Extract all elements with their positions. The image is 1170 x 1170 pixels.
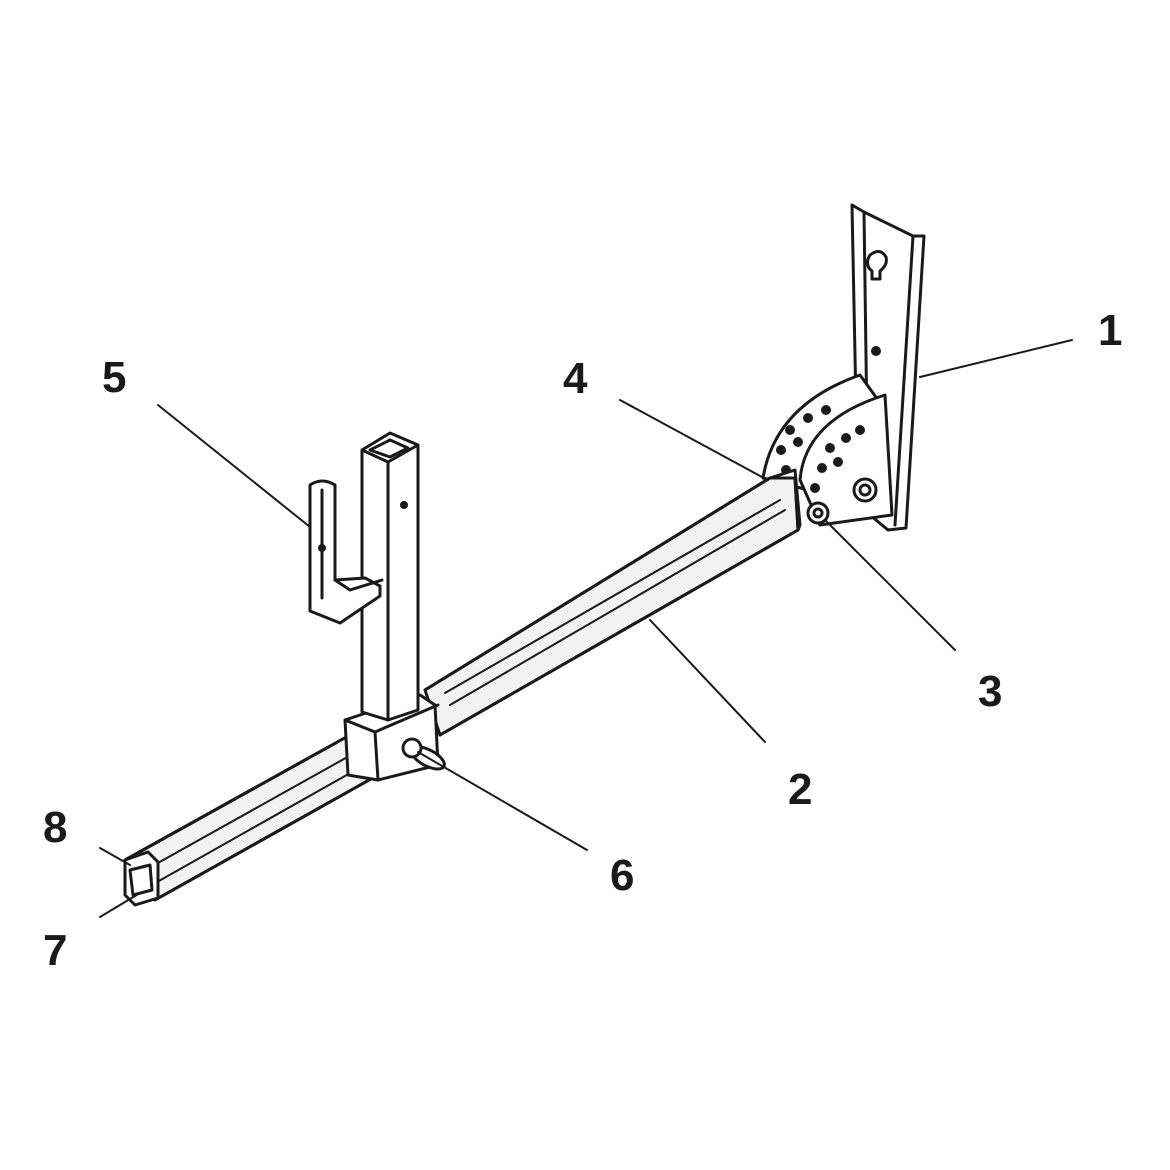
extension-tube <box>123 733 380 902</box>
callout-2: 2 <box>788 765 812 814</box>
callout-labels: 1 2 3 4 5 6 7 8 <box>43 306 1122 975</box>
callout-1: 1 <box>1098 306 1122 355</box>
vertical-post <box>360 431 420 722</box>
leader-lines <box>99 339 1073 918</box>
bolt <box>806 477 878 525</box>
callout-3: 3 <box>978 667 1002 716</box>
callout-7: 7 <box>43 926 67 975</box>
end-cap <box>123 850 160 907</box>
callout-4: 4 <box>563 354 588 403</box>
callout-8: 8 <box>43 803 67 852</box>
main-arm-tube <box>423 468 802 737</box>
hook-bracket <box>308 479 384 625</box>
callout-6: 6 <box>610 851 634 900</box>
callout-5: 5 <box>102 353 126 402</box>
